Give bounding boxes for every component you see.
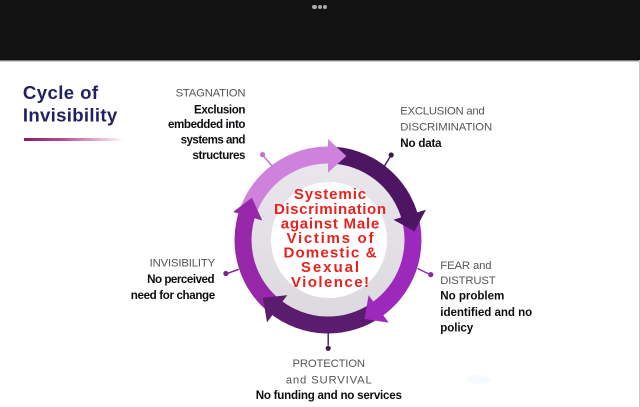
svg-text:DISTRUST: DISTRUST	[440, 275, 495, 287]
svg-text:Violence!: Violence!	[291, 274, 369, 291]
svg-text:INVISIBILITY: INVISIBILITY	[150, 258, 216, 270]
svg-text:need for change: need for change	[131, 289, 216, 302]
svg-text:Victims of: Victims of	[287, 230, 375, 247]
svg-text:STAGNATION: STAGNATION	[176, 87, 246, 99]
svg-text:Invisibility: Invisibility	[23, 105, 118, 126]
svg-text:No data: No data	[400, 137, 442, 150]
svg-text:Exclusion: Exclusion	[194, 104, 246, 117]
svg-text:structures: structures	[193, 149, 246, 162]
svg-text:against Male: against Male	[281, 215, 380, 232]
svg-text:Systemic: Systemic	[294, 186, 366, 203]
svg-text:PROTECTION: PROTECTION	[293, 358, 366, 370]
svg-text:No problem: No problem	[440, 290, 504, 303]
svg-text:systems and: systems and	[181, 133, 246, 146]
svg-text:EXCLUSION and: EXCLUSION and	[400, 106, 484, 118]
svg-text:Cycle of: Cycle of	[23, 82, 99, 103]
svg-text:identified and no: identified and no	[440, 306, 532, 319]
svg-text:No perceived: No perceived	[147, 273, 215, 286]
svg-text:Sexual: Sexual	[301, 259, 359, 276]
svg-text:FEAR and: FEAR and	[440, 260, 491, 272]
svg-text:Discrimination: Discrimination	[274, 201, 386, 218]
svg-text:policy: policy	[440, 322, 473, 335]
svg-text:embedded into: embedded into	[168, 118, 246, 131]
svg-text:Domestic &: Domestic &	[283, 245, 376, 262]
svg-text:and SURVIVAL: and SURVIVAL	[286, 375, 372, 387]
svg-text:No funding and no services: No funding and no services	[256, 389, 402, 402]
svg-text:DISCRIMINATION: DISCRIMINATION	[400, 122, 492, 134]
